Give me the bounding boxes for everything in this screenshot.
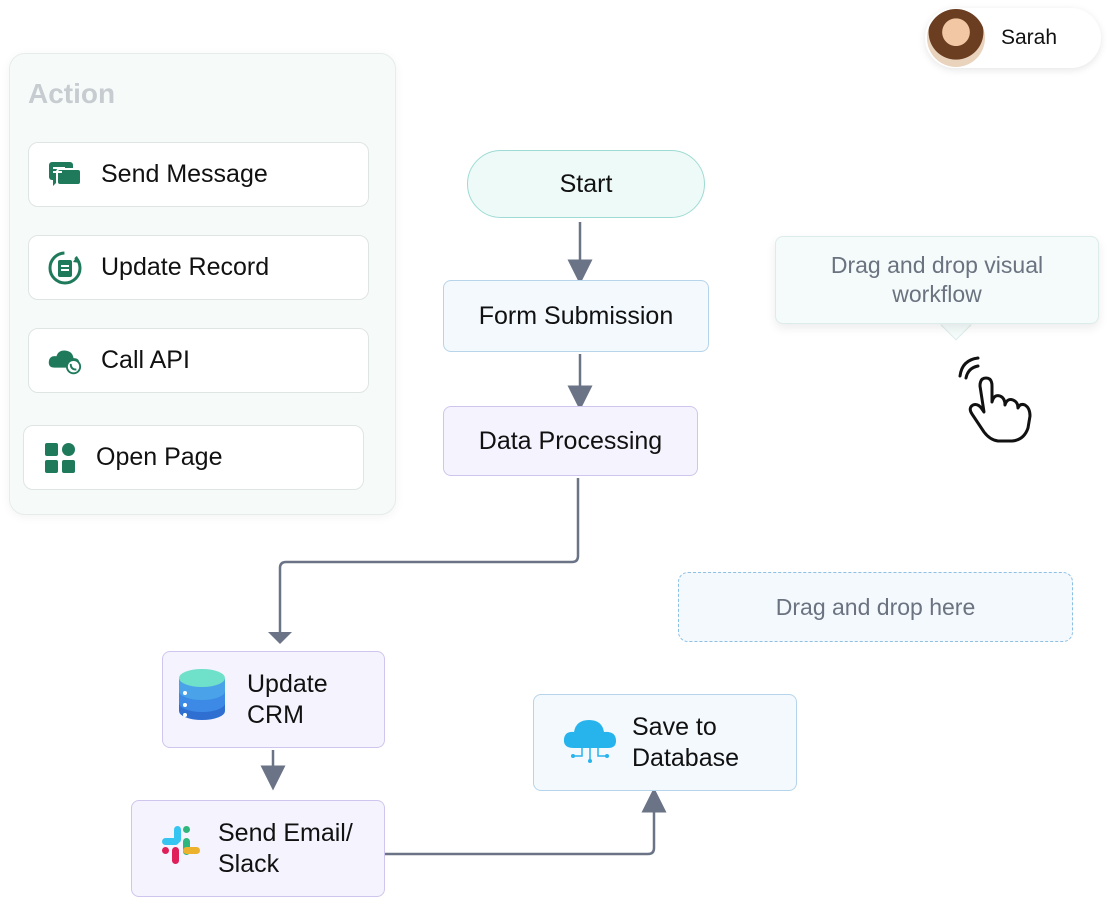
user-avatar — [927, 9, 985, 67]
flow-node-form-submission[interactable]: Form Submission — [443, 280, 709, 352]
record-sync-icon — [47, 250, 83, 286]
cloud-database-icon — [562, 714, 618, 771]
grid-page-icon — [42, 440, 78, 476]
chat-icon — [47, 157, 83, 193]
node-label-line1: Send Email/ — [218, 818, 353, 847]
node-label-line2: CRM — [247, 700, 304, 729]
action-item-open-page[interactable]: Open Page — [23, 425, 364, 490]
slack-icon — [160, 824, 202, 873]
node-label: Start — [559, 169, 613, 198]
database-icon — [177, 667, 227, 732]
node-label-line2: Database — [632, 743, 740, 772]
action-item-label: Open Page — [96, 443, 223, 471]
action-item-send-message[interactable]: Send Message — [28, 142, 369, 207]
tooltip-line2: workflow — [892, 281, 982, 307]
hand-pointer-icon — [958, 356, 1032, 443]
user-name: Sarah — [1001, 26, 1058, 49]
action-item-label: Call API — [101, 346, 190, 374]
action-item-update-record[interactable]: Update Record — [28, 235, 369, 300]
drag-drop-tooltip: Drag and drop visual workflow — [775, 236, 1099, 324]
node-label: Data Processing — [478, 426, 663, 455]
node-label-line1: Update — [247, 669, 328, 698]
drop-zone[interactable]: Drag and drop here — [678, 572, 1073, 642]
flow-node-send-email-slack[interactable]: Send Email/ Slack — [131, 800, 385, 897]
drop-zone-label: Drag and drop here — [775, 593, 976, 620]
action-item-label: Send Message — [101, 160, 268, 188]
node-label-line1: Save to — [632, 712, 717, 741]
action-item-label: Update Record — [101, 253, 270, 281]
node-label-line2: Slack — [218, 849, 280, 878]
tooltip-line1: Drag and drop visual — [830, 252, 1044, 278]
action-panel-title: Action — [28, 78, 116, 109]
flow-node-update-crm[interactable]: Update CRM — [162, 651, 385, 748]
flow-node-start[interactable]: Start — [467, 150, 705, 218]
flow-node-data-processing[interactable]: Data Processing — [443, 406, 698, 476]
action-item-call-api[interactable]: Call API — [28, 328, 369, 393]
user-profile-chip[interactable]: Sarah — [925, 8, 1101, 68]
flow-node-save-to-database[interactable]: Save to Database — [533, 694, 797, 791]
node-label: Form Submission — [478, 301, 674, 330]
cloud-api-icon — [47, 343, 83, 379]
